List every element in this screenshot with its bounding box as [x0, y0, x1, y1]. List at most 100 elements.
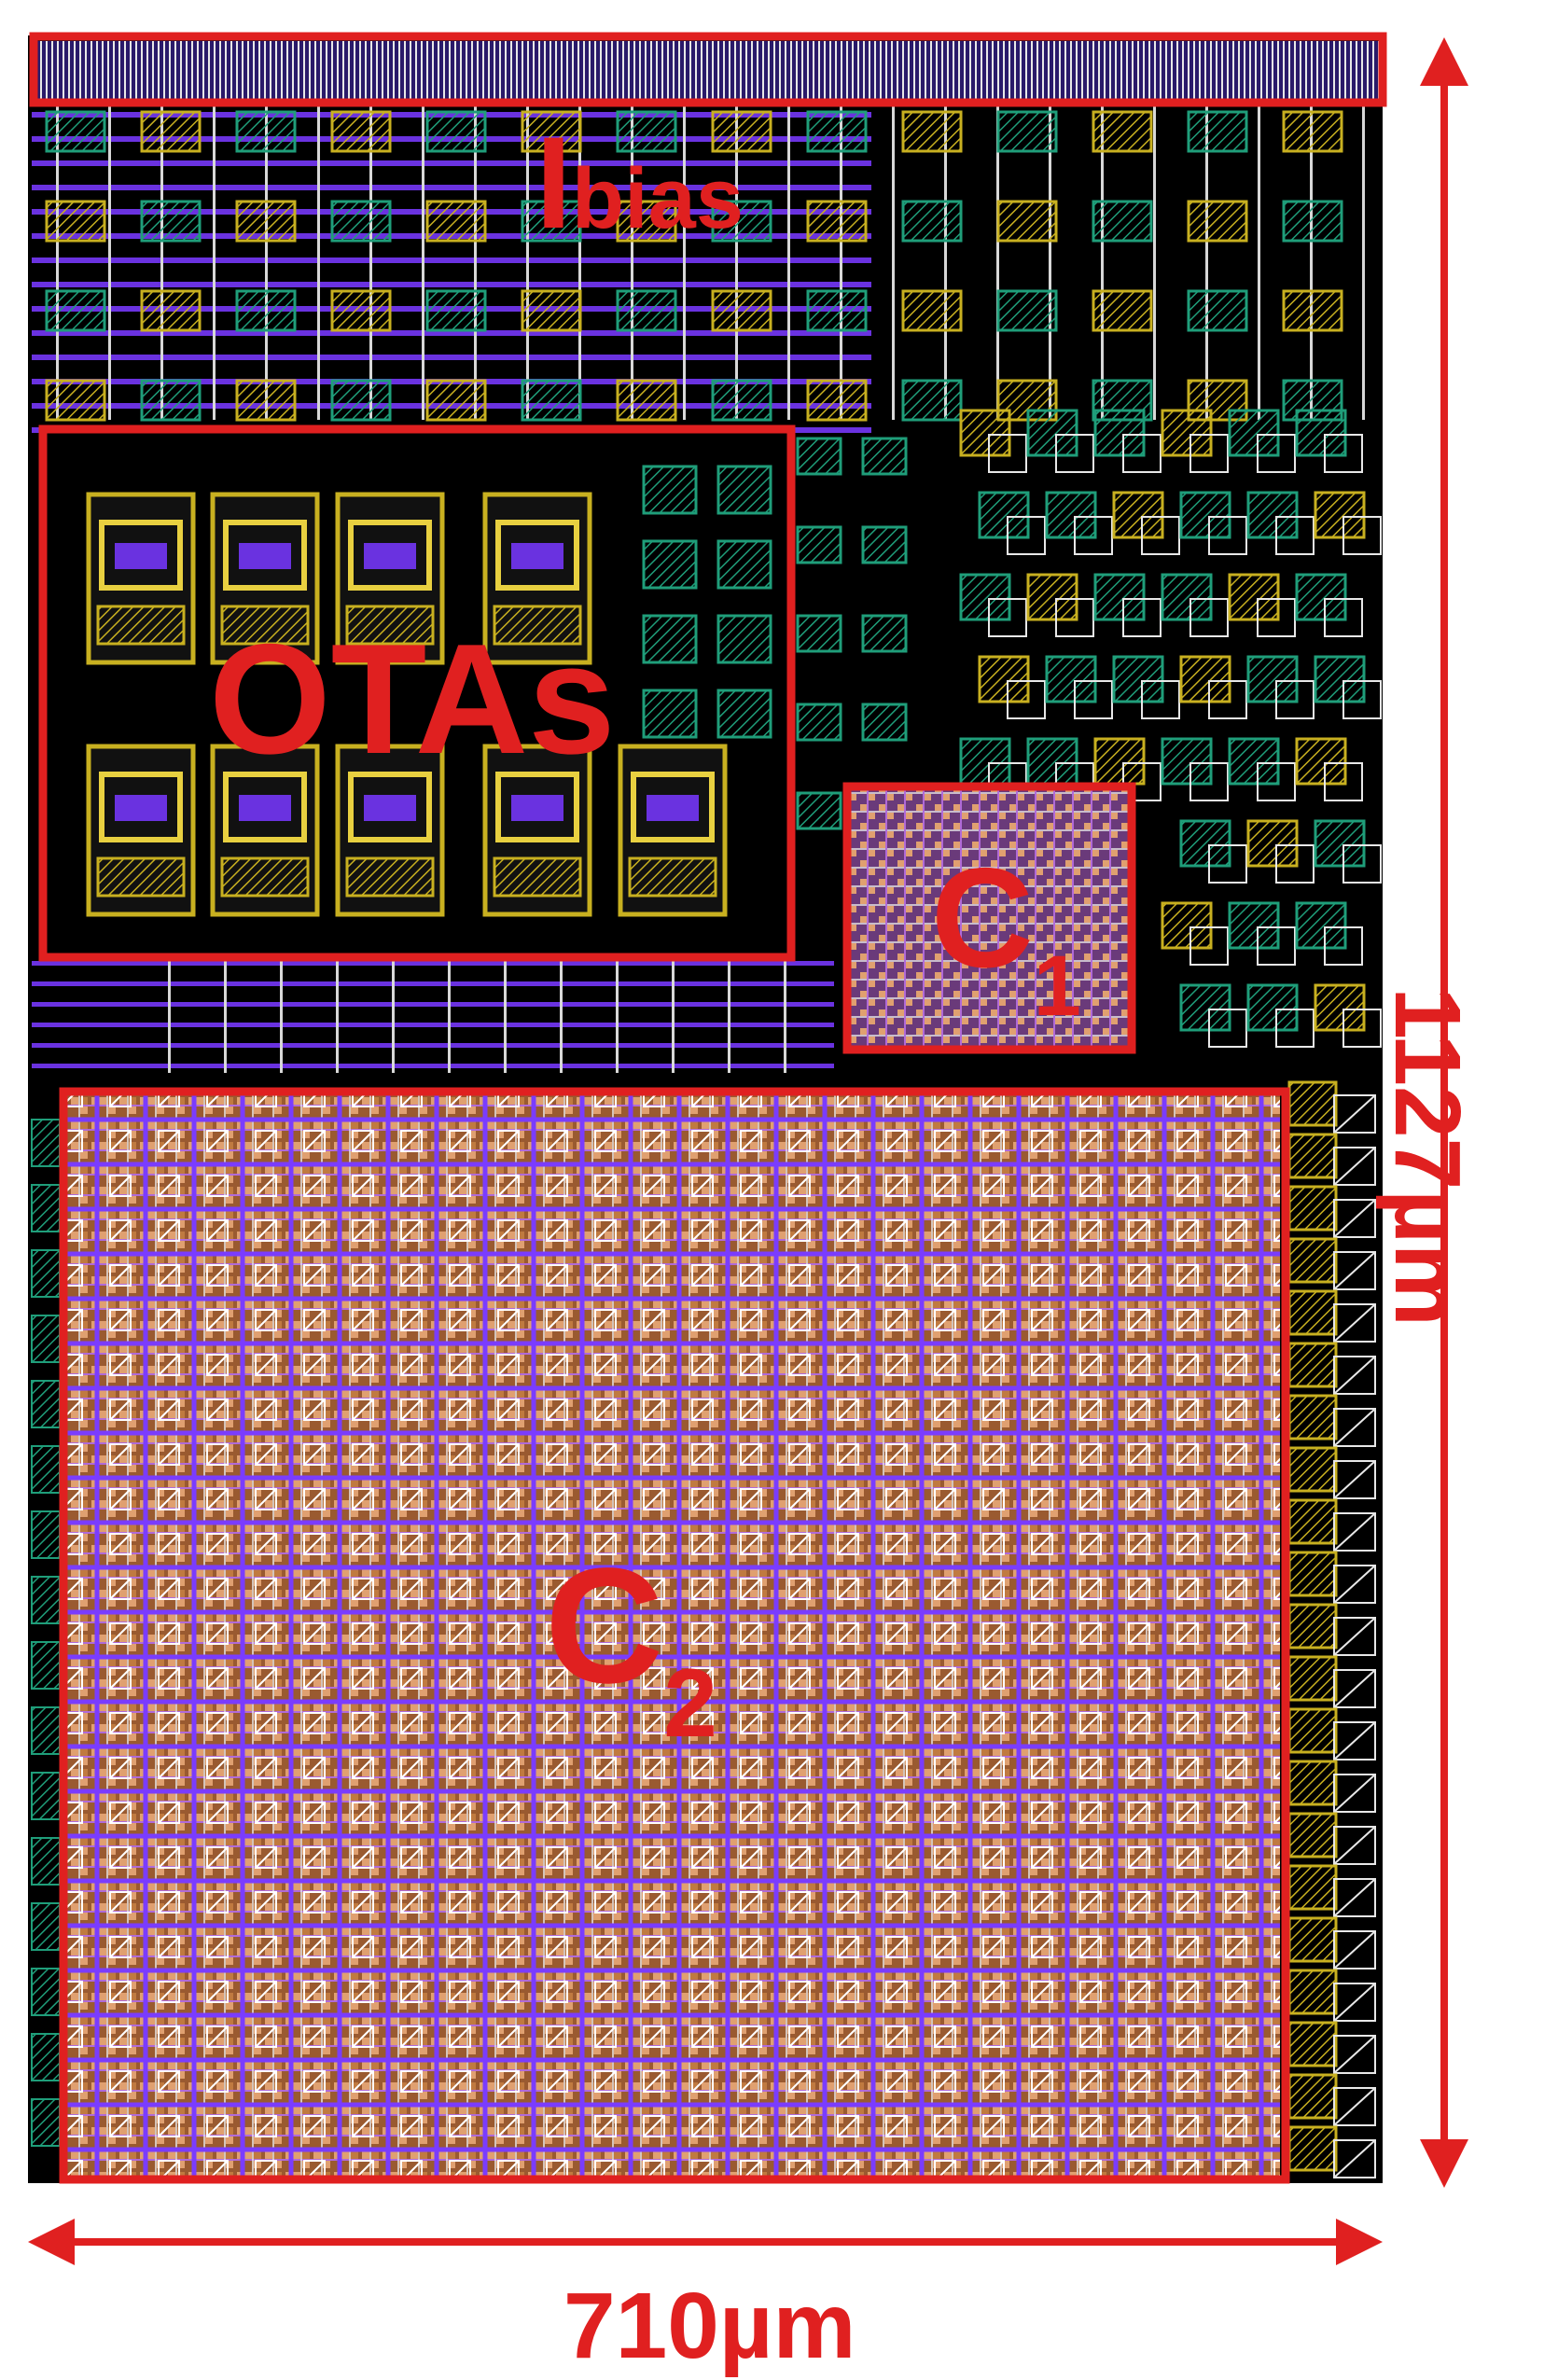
ota-contact: [220, 856, 310, 898]
via-pad: [235, 379, 297, 422]
c1-capacitor-array: [847, 786, 1132, 1050]
via-pad: [959, 737, 1011, 786]
via-pad: [1187, 110, 1248, 153]
via-pad: [1314, 491, 1366, 539]
via-pad: [901, 110, 963, 153]
via-pad: [711, 379, 772, 422]
edge-pad: [31, 1249, 61, 1298]
via-pad: [711, 200, 772, 243]
edge-pad-diag: [1333, 2139, 1376, 2178]
routing-line: [683, 103, 686, 420]
edge-pad-diag: [1333, 1251, 1376, 1290]
edge-pad: [1287, 1185, 1338, 1232]
via-pad: [996, 289, 1058, 332]
pad-outline: [1189, 762, 1229, 801]
ota-device: [99, 520, 183, 591]
pad-fill: [1112, 491, 1164, 539]
via-pad: [1179, 819, 1231, 868]
pad-fill: [45, 110, 106, 153]
via-pad: [861, 525, 908, 564]
edge-pad-outline: [1333, 2087, 1376, 2126]
edge-pad: [1287, 1080, 1338, 1127]
ota-cell: [335, 492, 445, 665]
via-pad: [642, 539, 698, 590]
routing-line: [336, 961, 339, 1073]
via-pad: [140, 289, 202, 332]
via-pad: [45, 110, 106, 153]
edge-pad-diag: [1333, 1460, 1376, 1499]
pad-fill: [45, 289, 106, 332]
pad-fill: [140, 379, 202, 422]
edge-pad-outline: [1333, 1408, 1376, 1447]
via-pad: [806, 110, 868, 153]
ota-cell: [210, 492, 320, 665]
ota-cell: [86, 744, 196, 917]
via-pad: [1187, 200, 1248, 243]
via-pad: [1228, 573, 1280, 621]
routing-line: [32, 160, 871, 166]
height-dimension-arrow: [1420, 37, 1468, 2188]
ota-gate: [511, 795, 563, 821]
pad-fill: [235, 200, 297, 243]
edge-pad-diag: [1333, 1721, 1376, 1761]
ota-cell: [618, 744, 728, 917]
edge-pad: [31, 1576, 61, 1624]
pad-fill: [796, 437, 842, 476]
pad-fill: [425, 110, 487, 153]
via-pad: [140, 200, 202, 243]
pad-fill: [425, 379, 487, 422]
via-pad: [140, 379, 202, 422]
pad-fill: [796, 614, 842, 653]
via-pad: [978, 655, 1030, 703]
edge-pad: [31, 1315, 61, 1363]
pad-outline: [1324, 762, 1363, 801]
routing-line: [168, 961, 171, 1073]
pad-fill: [1246, 491, 1299, 539]
pad-fill: [901, 110, 963, 153]
edge-pad: [31, 2098, 61, 2147]
routing-line: [1258, 103, 1260, 420]
pad-outline: [1342, 1009, 1382, 1048]
edge-pad-outline: [1333, 1983, 1376, 2022]
pad-outline: [1257, 926, 1296, 966]
pad-fill: [1092, 289, 1153, 332]
pad-fill: [616, 379, 677, 422]
edge-pad-diag: [1333, 1303, 1376, 1343]
pad-fill: [978, 491, 1030, 539]
pad-fill: [1045, 491, 1097, 539]
ota-device: [495, 772, 579, 842]
edge-pad: [1287, 1446, 1338, 1493]
via-pad: [1179, 655, 1231, 703]
edge-pad: [31, 1641, 61, 1690]
pad-outline: [1208, 680, 1247, 719]
edge-pad-diag: [1333, 1094, 1376, 1134]
routing-line: [32, 185, 871, 190]
pad-fill: [1282, 289, 1343, 332]
ota-gate: [364, 543, 416, 569]
ota-contact: [493, 856, 582, 898]
pad-outline: [1141, 516, 1180, 555]
pad-fill: [1092, 200, 1153, 243]
c2-label-main: C: [545, 1535, 664, 1718]
pad-fill: [235, 379, 297, 422]
via-pad: [330, 200, 392, 243]
ota-gate: [115, 795, 167, 821]
via-pad: [901, 289, 963, 332]
via-pad: [1161, 737, 1213, 786]
routing-line: [787, 103, 790, 420]
via-pad: [1092, 289, 1153, 332]
via-pad: [1187, 289, 1248, 332]
edge-pad-diag: [1333, 1826, 1376, 1865]
routing-line: [32, 1043, 834, 1048]
ota-device: [223, 520, 307, 591]
pad-fill: [716, 614, 772, 664]
edge-pad: [31, 1837, 61, 1886]
pad-fill: [796, 703, 842, 742]
routing-line: [784, 961, 786, 1073]
routing-line: [892, 103, 895, 420]
pad-fill: [642, 689, 698, 739]
pad-fill: [616, 200, 677, 243]
pad-fill: [796, 791, 842, 830]
via-pad: [1282, 200, 1343, 243]
via-pad: [330, 110, 392, 153]
